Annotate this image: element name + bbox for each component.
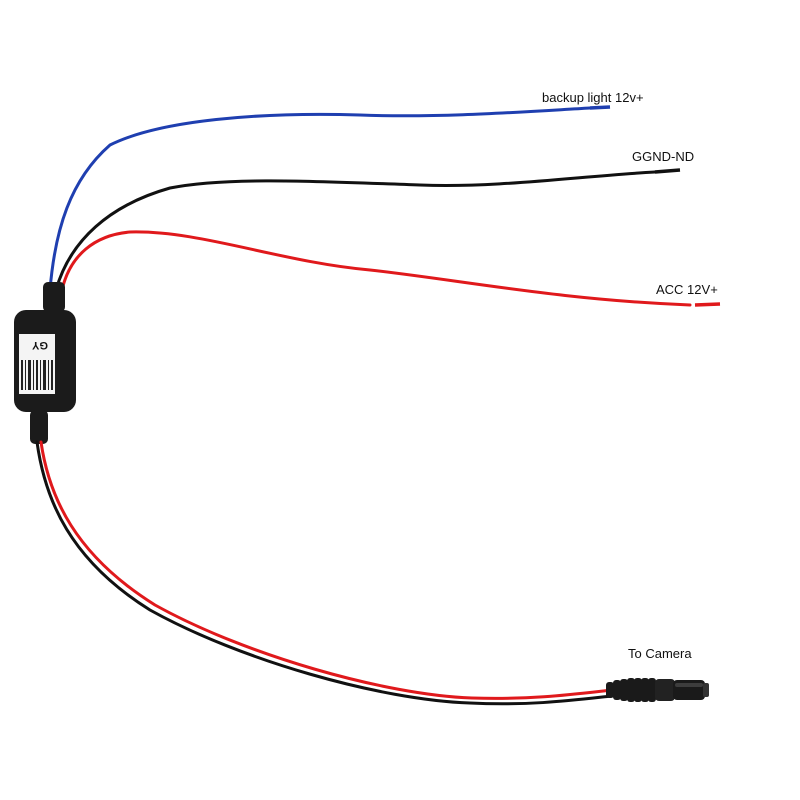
lower-strain-relief bbox=[30, 410, 48, 444]
black-wire bbox=[54, 170, 657, 292]
barcode bbox=[21, 360, 53, 390]
label-backup-light: backup light 12v+ bbox=[542, 90, 644, 105]
black-wire-tip bbox=[654, 168, 681, 174]
label-to-camera: To Camera bbox=[628, 646, 692, 661]
blue-wire bbox=[48, 106, 592, 292]
twin-cable-red bbox=[39, 440, 614, 700]
label-acc: ACC 12V+ bbox=[656, 282, 718, 297]
red-wire bbox=[60, 230, 692, 307]
blue-wire-tip bbox=[589, 105, 611, 110]
label-ground: GGND-ND bbox=[632, 149, 695, 164]
upper-strain-relief bbox=[43, 282, 65, 312]
dc-connector bbox=[606, 678, 709, 702]
red-wire-tip bbox=[694, 302, 721, 307]
twin-cable-black bbox=[35, 440, 614, 706]
sticker-text: GY bbox=[31, 339, 48, 351]
